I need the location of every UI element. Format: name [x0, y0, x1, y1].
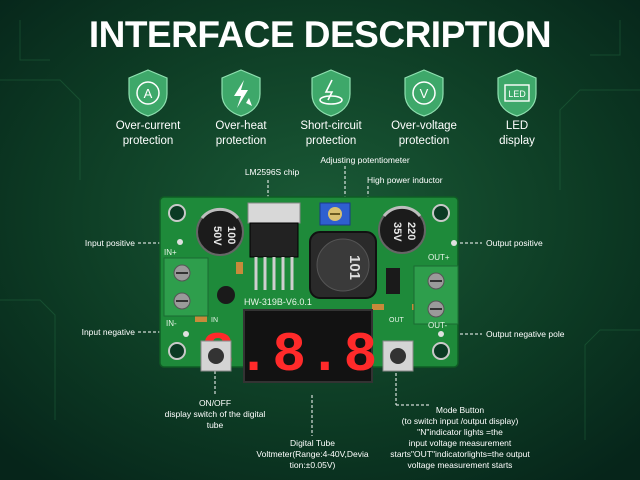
annotation-input-positive: Input positive — [84, 238, 135, 248]
feature-over-voltage: V Over-voltage protection — [376, 68, 472, 148]
diode — [386, 268, 400, 294]
svg-text:50V: 50V — [211, 226, 223, 246]
solder-pads — [177, 239, 457, 337]
feature-line2: protection — [215, 135, 267, 147]
svg-text:100: 100 — [225, 226, 237, 244]
letter-a-icon: A — [144, 86, 153, 101]
feature-short-circuit: Short-circuit protection — [283, 68, 379, 148]
feature-line2: protection — [398, 135, 450, 147]
feature-over-current: A Over-current protection — [100, 68, 196, 148]
short-circuit-icon — [319, 79, 343, 105]
display-digits: 8.8.8. — [201, 323, 415, 387]
annotation-digital-tube: Digital Tube Voltmeter(Range:4-40V,Devia… — [256, 438, 369, 470]
annotation-input-negative: Input negative — [81, 327, 135, 337]
feature-line2: protection — [122, 135, 174, 147]
digital-tube-display: 8.8.8. — [201, 309, 415, 387]
svg-text:35V: 35V — [391, 222, 403, 242]
shield-icon — [221, 69, 261, 117]
annotation-inductor: High power inductor — [367, 175, 443, 185]
out-minus-label: OUT- — [428, 321, 447, 330]
letter-v-icon: V — [420, 86, 429, 101]
annotation-output-negative: Output negative pole — [486, 329, 565, 339]
shield-icon: A — [128, 69, 168, 117]
feature-line1: Over-heat — [215, 120, 267, 132]
svg-text:220: 220 — [405, 222, 417, 240]
in-led-label: IN — [211, 317, 218, 324]
in-plus-label: IN+ — [164, 248, 177, 257]
annotation-output-positive: Output positive — [486, 238, 543, 248]
capacitor-right: 220 35V — [378, 205, 426, 254]
output-terminal — [413, 265, 459, 325]
lightning-icon — [234, 80, 252, 108]
in-minus-label: IN- — [166, 319, 177, 328]
out-plus-label: OUT+ — [428, 253, 450, 262]
mounting-holes — [168, 204, 450, 360]
feature-line1: Over-voltage — [391, 120, 457, 132]
annotation-chip: LM2596S chip — [244, 167, 300, 177]
lm2596s-chip — [247, 202, 301, 290]
onoff-button[interactable] — [200, 340, 232, 372]
page-title: INTERFACE DESCRIPTION — [88, 14, 552, 55]
svg-text:101: 101 — [346, 255, 363, 280]
feature-line2: display — [499, 135, 535, 147]
out-led-label: OUT — [389, 317, 405, 324]
feature-line1: Over-current — [115, 120, 181, 132]
model-label: HW-319B-V6.0.1 — [244, 297, 312, 307]
annotation-onoff: ON/OFF display switch of the digital tub… — [164, 398, 266, 430]
annotation-mode-button: Mode Button (to switch input /output dis… — [390, 405, 530, 470]
shield-icon: LED — [497, 69, 537, 117]
feature-led-display: LED LED display — [469, 68, 565, 148]
feature-line2: protection — [305, 135, 357, 147]
shield-icon: V — [404, 69, 444, 117]
feature-over-heat: Over-heat protection — [193, 68, 289, 148]
feature-line1: LED — [505, 120, 529, 132]
feature-line1: Short-circuit — [300, 120, 362, 132]
input-terminal — [163, 257, 209, 317]
transistor — [217, 286, 235, 304]
potentiometer — [319, 202, 351, 226]
shield-icon — [311, 69, 351, 117]
high-power-inductor: 101 — [309, 231, 377, 299]
annotation-potentiometer: Adjusting potentiometer — [320, 155, 410, 165]
capacitor-left: 100 50V — [196, 207, 244, 256]
led-icon: LED — [508, 89, 526, 99]
mode-button[interactable] — [382, 340, 414, 372]
